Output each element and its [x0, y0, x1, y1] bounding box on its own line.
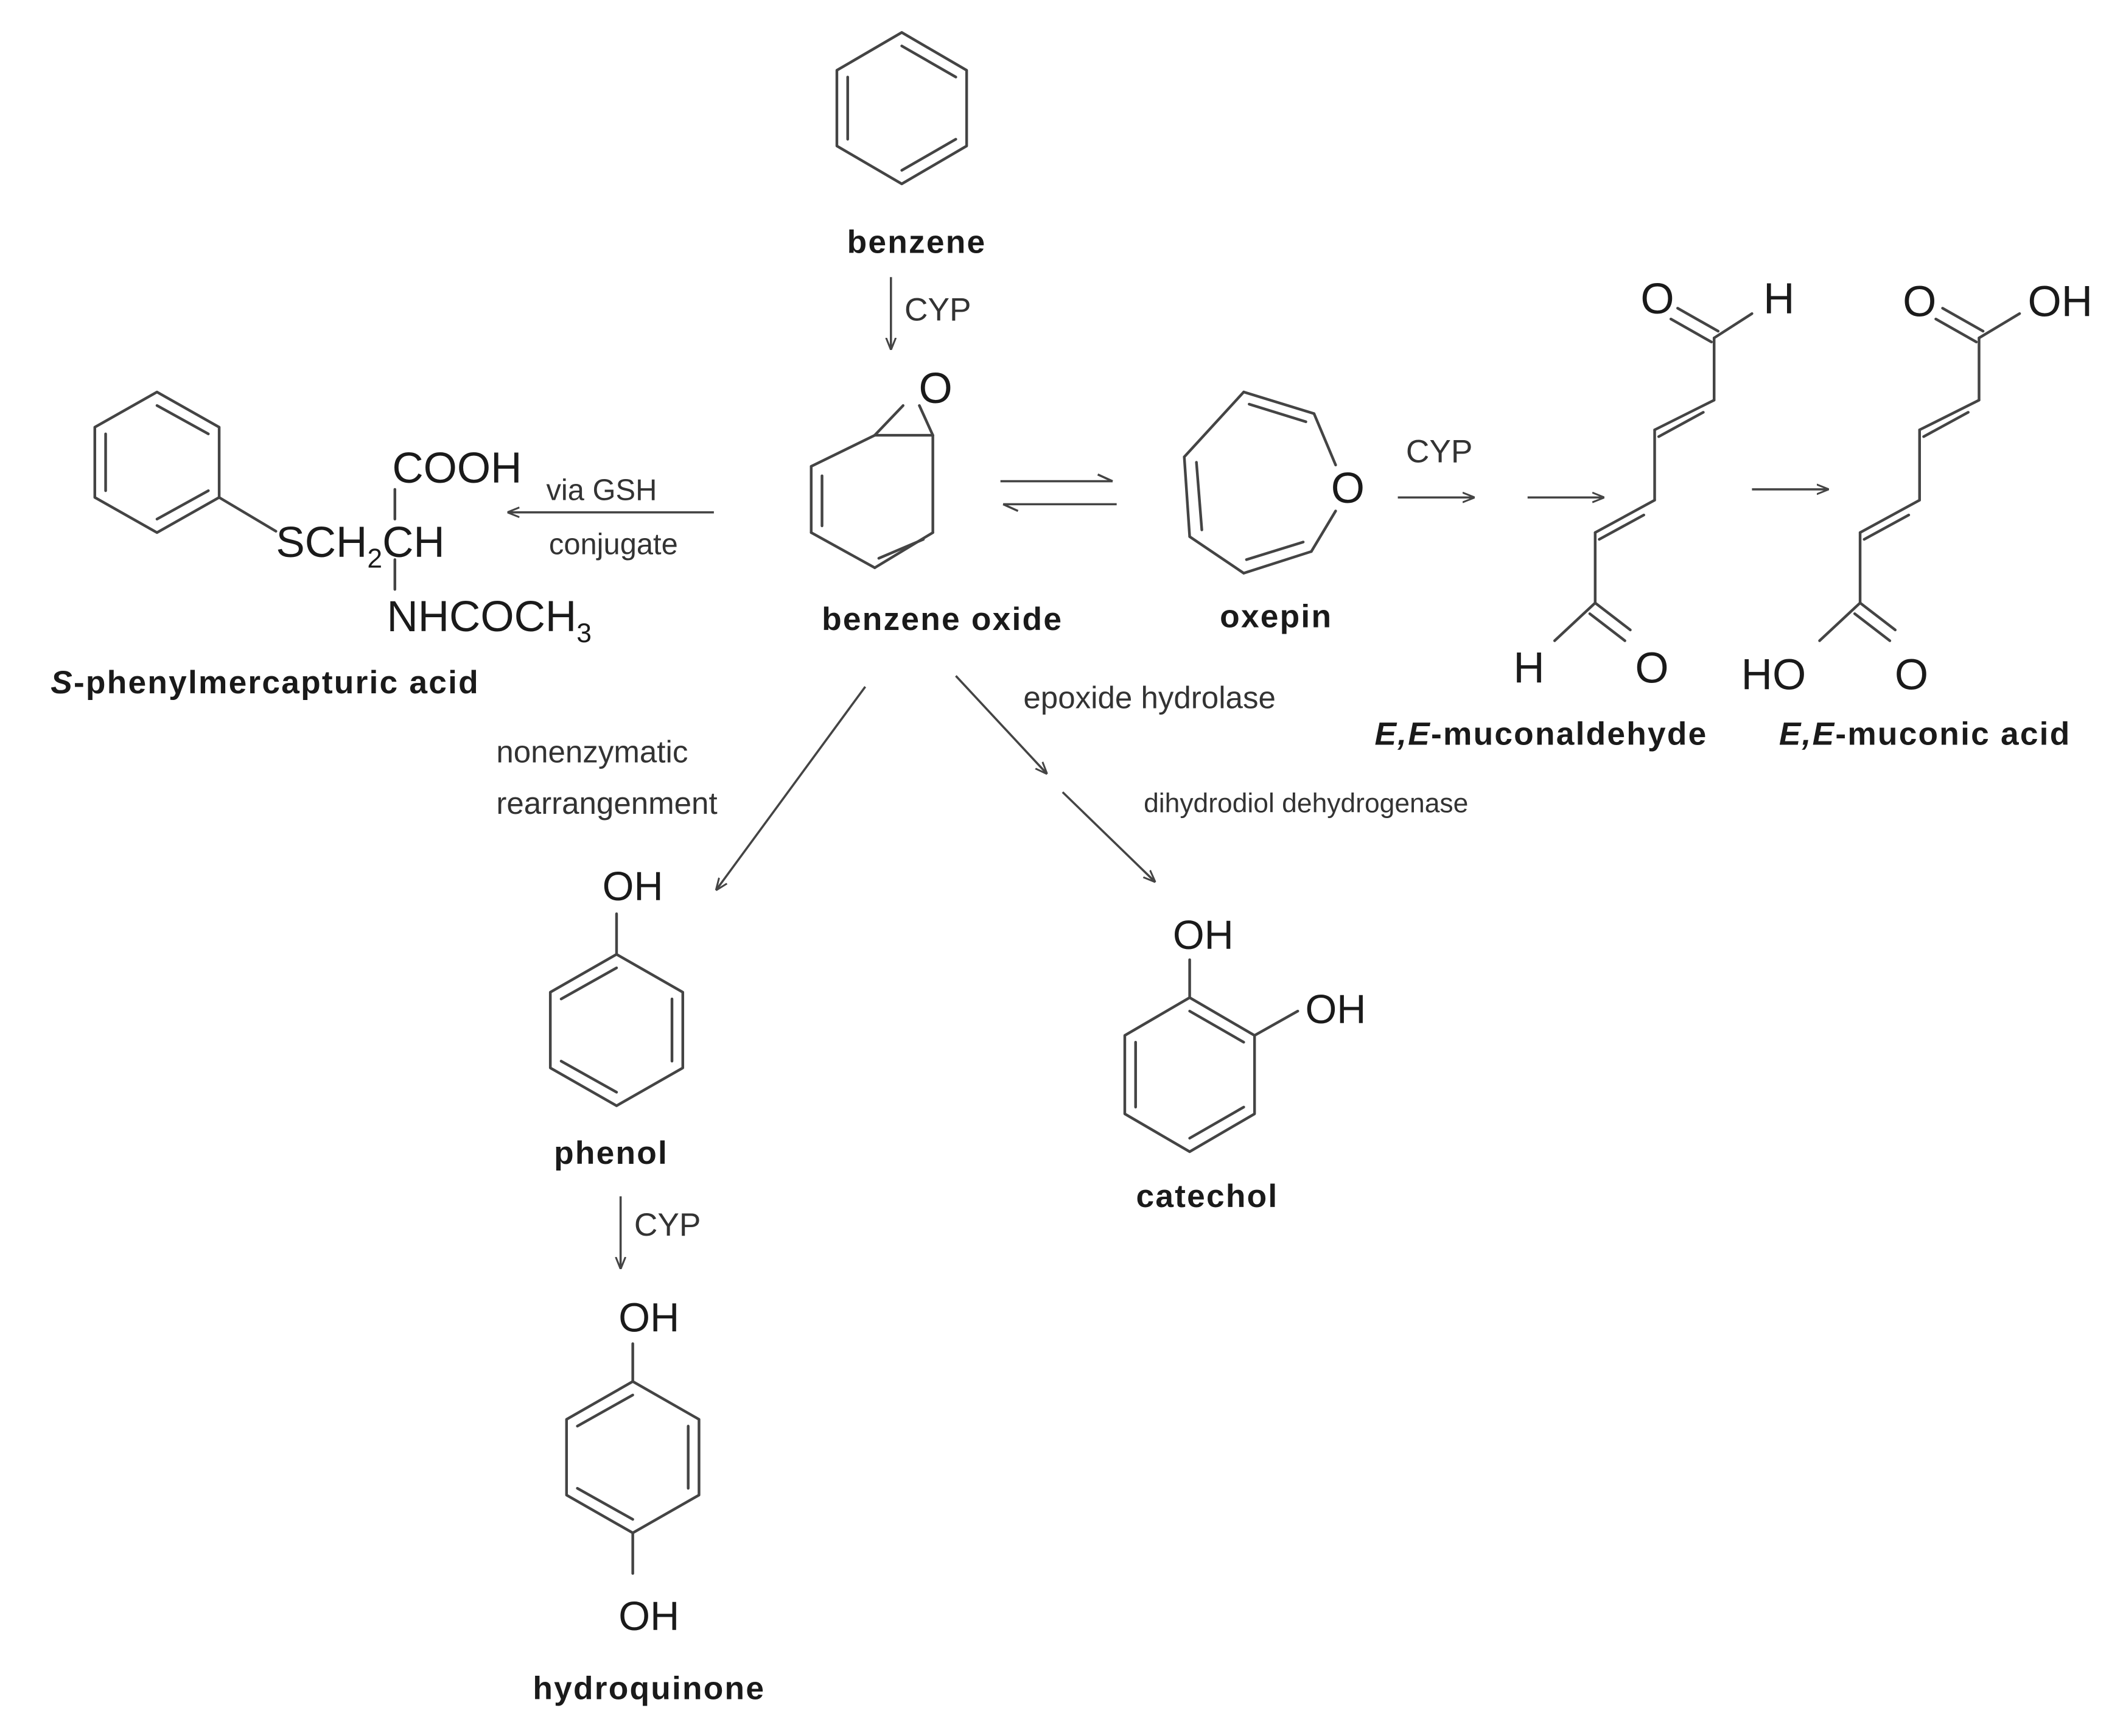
- muconic-acid-label: E,E-muconic acid: [1779, 716, 2071, 752]
- muconaldehyde-label: E,E-muconaldehyde: [1374, 716, 1707, 752]
- benzene-oxide-structure: [810, 404, 934, 569]
- catechol-hydroxyl-2: OH: [1305, 987, 1366, 1032]
- muconic-bottom-hydroxyl: HO: [1741, 651, 1806, 699]
- muconic-acid-structure: [1818, 307, 2021, 642]
- phenol-structure: [548, 912, 685, 1107]
- hydroquinone-top-hydroxyl: OH: [618, 1295, 679, 1340]
- via-gsh-label: via GSH: [546, 474, 657, 507]
- nhcoch-subscript: 3: [576, 618, 592, 648]
- dihydrodiol-dehydrogenase-label: dihydrodiol dehydrogenase: [1144, 789, 1468, 819]
- rearrangement-label: rearrangenment: [496, 786, 717, 821]
- sch2ch-group: SCH2CH: [276, 519, 444, 574]
- muconaldehyde-structure: [1553, 307, 1754, 642]
- catechol-structure: [1123, 958, 1299, 1153]
- arrow-to-phenol: [716, 686, 867, 889]
- catechol-label: catechol: [1136, 1178, 1278, 1214]
- cyp-label-oxepin: CYP: [1406, 433, 1473, 469]
- phenol-label: phenol: [554, 1135, 668, 1171]
- muconic-top-oxygen: O: [1903, 278, 1936, 326]
- cyp-label-top: CYP: [904, 292, 971, 327]
- sch2-subscript: 2: [367, 544, 382, 574]
- muconaldehyde-bottom-oxygen: O: [1635, 644, 1668, 692]
- muconaldehyde-top-oxygen: O: [1640, 275, 1674, 323]
- spma-label-prefix: S: [51, 665, 74, 701]
- hydroquinone-structure: [565, 1342, 701, 1575]
- arrow-epoxide-hydrolase: [955, 675, 1046, 773]
- epoxide-hydrolase-label: epoxide hydrolase: [1023, 681, 1275, 715]
- benzene-oxide-label: benzene oxide: [822, 601, 1063, 637]
- ch-text: CH: [382, 519, 445, 567]
- sch2-text: SCH: [276, 519, 367, 567]
- epoxide-oxygen: O: [918, 365, 952, 413]
- muconaldehyde-label-rest: -muconaldehyde: [1431, 716, 1707, 752]
- spma-label: S-phenylmercapturic acid: [51, 665, 480, 701]
- oxepin-oxygen: O: [1331, 464, 1365, 513]
- nhcoch3-group: NHCOCH3: [386, 593, 592, 648]
- cyp-label-phenol: CYP: [634, 1207, 701, 1243]
- spma-label-rest: -phenylmercapturic acid: [74, 665, 480, 701]
- hydroquinone-label: hydroquinone: [533, 1670, 765, 1706]
- cooh-group: COOH: [392, 444, 522, 492]
- oxepin-label: oxepin: [1220, 598, 1332, 634]
- arrow-to-catechol: [1061, 791, 1155, 881]
- spma-structure: [93, 390, 396, 591]
- oxepin-structure: [1183, 390, 1337, 575]
- phenol-hydroxyl: OH: [603, 864, 663, 909]
- muconaldehyde-label-prefix: E,E: [1374, 716, 1431, 752]
- muconic-bottom-oxygen: O: [1895, 651, 1928, 699]
- muconaldehyde-bottom-hydrogen: H: [1513, 644, 1544, 692]
- equilibrium-arrows: [1000, 473, 1117, 513]
- muconic-label-prefix: E,E: [1779, 716, 1836, 752]
- nonenzymatic-label: nonenzymatic: [496, 735, 688, 769]
- conjugate-label: conjugate: [549, 528, 678, 561]
- benzene-label: benzene: [847, 224, 987, 260]
- muconic-top-hydroxyl: OH: [2027, 278, 2093, 326]
- hydroquinone-bottom-hydroxyl: OH: [618, 1594, 679, 1639]
- benzene-structure: [835, 31, 968, 186]
- nhcoch-text: NHCOCH: [386, 593, 576, 641]
- muconic-label-rest: -muconic acid: [1835, 716, 2071, 752]
- muconaldehyde-top-hydrogen: H: [1763, 275, 1794, 323]
- catechol-hydroxyl-1: OH: [1173, 913, 1234, 958]
